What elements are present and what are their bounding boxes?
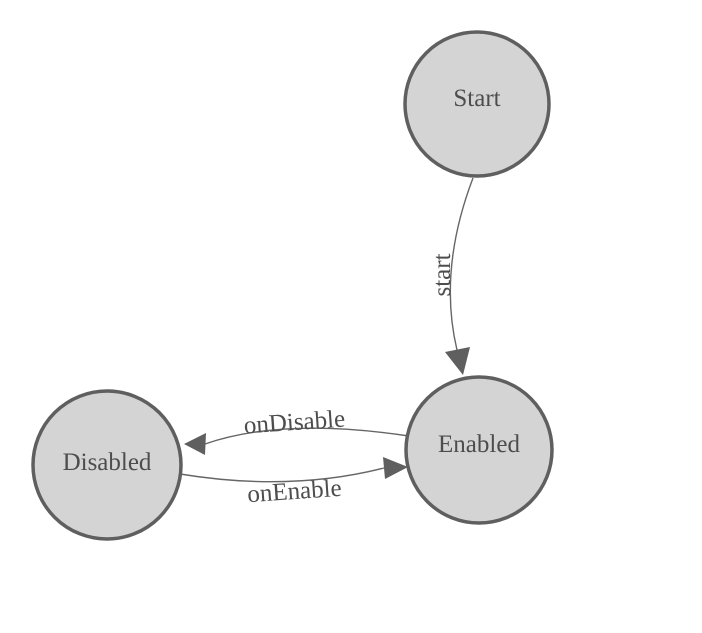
arrowhead-disabled-to-enabled-icon xyxy=(383,457,408,479)
edge-line-start xyxy=(449,177,474,351)
state-label-enabled: Enabled xyxy=(438,431,520,458)
edge-disabled-to-enabled: onEnable xyxy=(179,457,408,509)
edge-label-onenable: onEnable xyxy=(246,475,342,509)
state-circle-start xyxy=(403,30,551,178)
state-node-start: Start xyxy=(403,30,551,178)
state-node-enabled: Enabled xyxy=(404,375,554,525)
arrowhead-start-to-enabled-icon xyxy=(445,347,470,375)
edge-label-ondisable: onDisable xyxy=(243,406,346,440)
state-circle-enabled xyxy=(404,375,554,525)
state-circle-disabled xyxy=(31,389,183,541)
state-label-start: Start xyxy=(453,85,500,112)
edge-enabled-to-disabled: onDisable xyxy=(184,406,410,455)
edge-label-start: start xyxy=(429,253,456,296)
state-node-disabled: Disabled xyxy=(31,389,183,541)
edge-line-ondisable xyxy=(204,427,410,445)
edge-line-onenable xyxy=(179,467,385,483)
arrowhead-enabled-to-disabled-icon xyxy=(184,433,206,455)
state-label-disabled: Disabled xyxy=(63,449,152,476)
edge-start-to-enabled: start xyxy=(429,177,474,375)
